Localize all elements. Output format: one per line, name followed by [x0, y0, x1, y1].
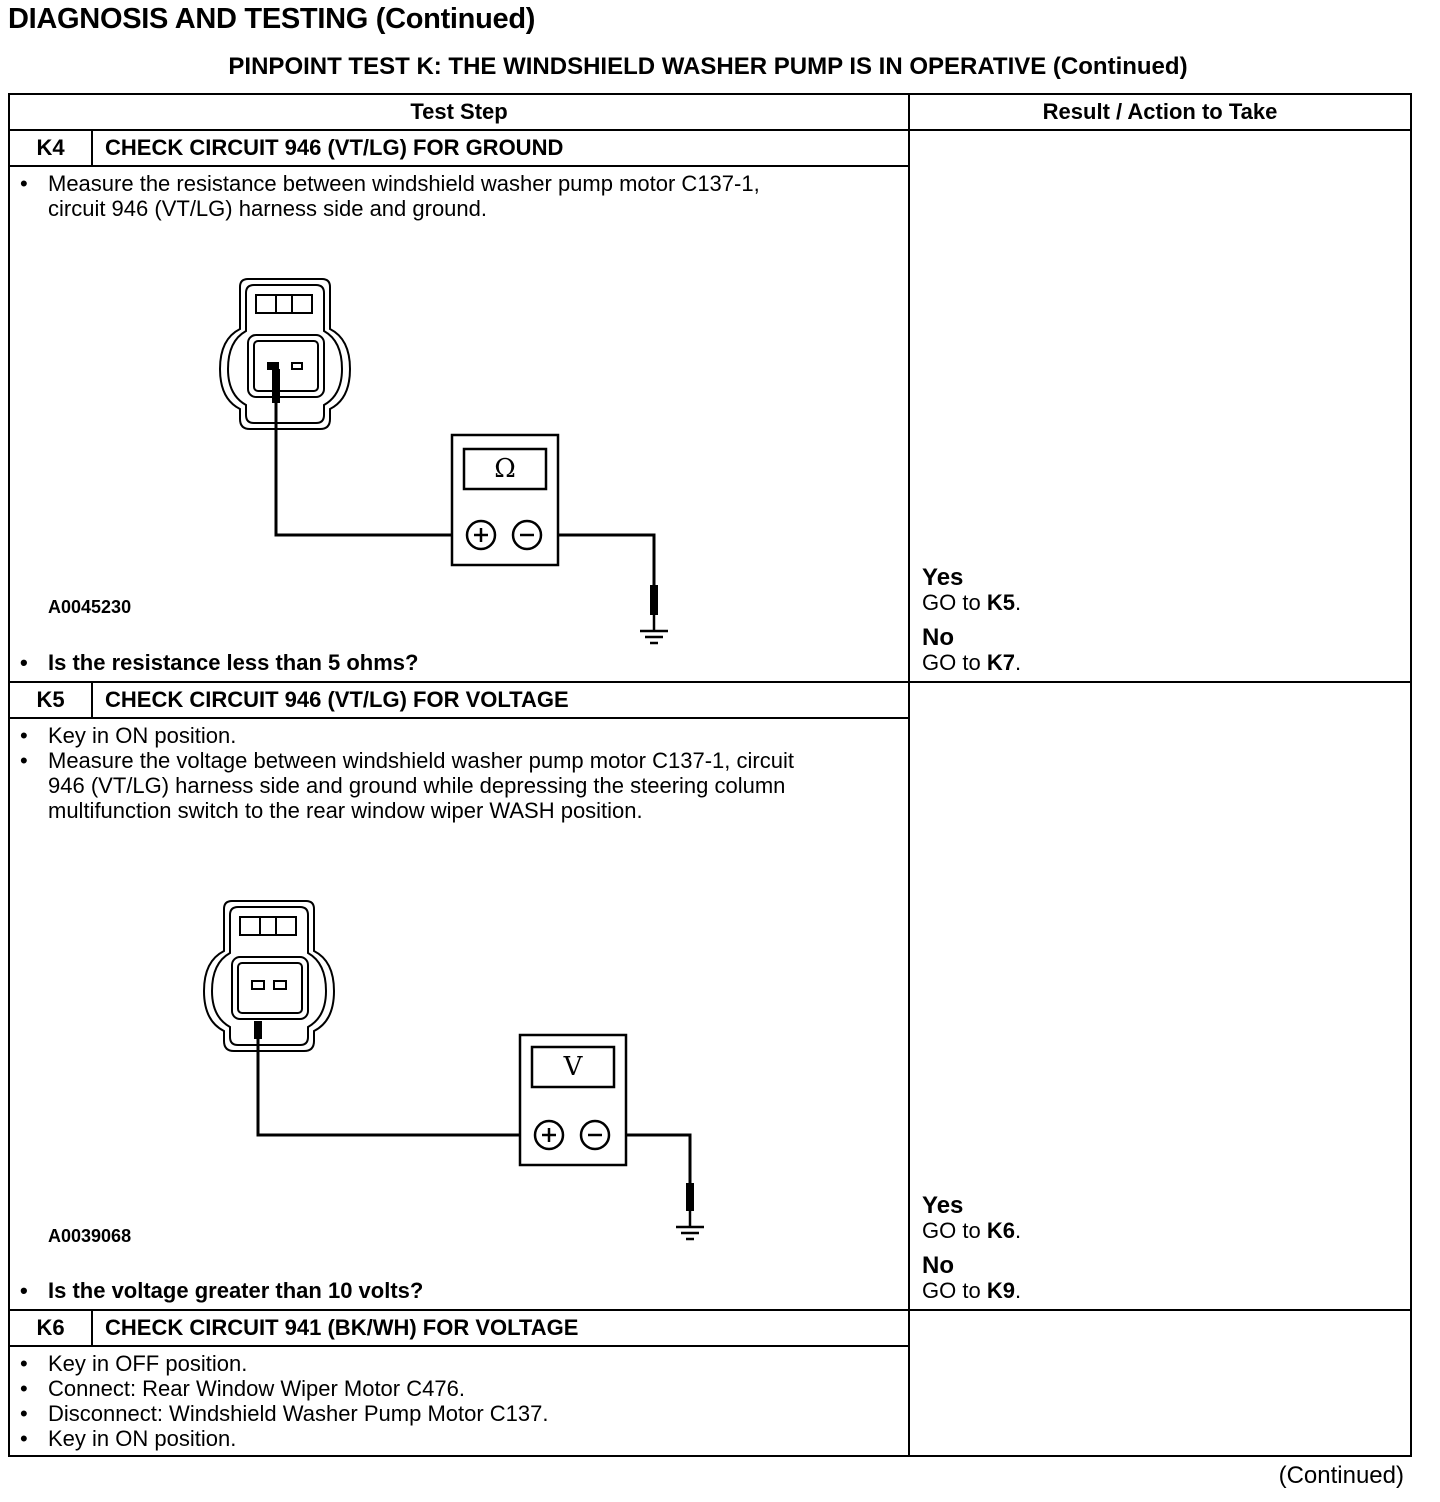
result-action: GO to K6. [922, 1219, 1021, 1243]
figure-id: A0045230 [48, 597, 132, 617]
question-item: Is the resistance less than 5 ohms? [10, 650, 908, 675]
figure-id: A0039068 [48, 1226, 132, 1246]
probe-lead [272, 369, 658, 615]
action-suffix: . [1014, 1278, 1022, 1303]
page-title: DIAGNOSIS AND TESTING (Continued) [8, 3, 536, 35]
step-k4-result-cell: Yes GO to K5. No GO to K7. [908, 129, 1413, 683]
instruction-item: Disconnect: Windshield Washer Pump Motor… [10, 1401, 800, 1426]
step-title: CHECK CIRCUIT 946 (VT/LG) FOR GROUND [90, 129, 911, 167]
step-id: K5 [8, 681, 93, 719]
step-title: CHECK CIRCUIT 946 (VT/LG) FOR VOLTAGE [90, 681, 911, 719]
pinpoint-test-title: PINPOINT TEST K: THE WINDSHIELD WASHER P… [228, 53, 1188, 80]
instruction-item: Key in OFF position. [10, 1351, 800, 1376]
step-k4-body-row: Measure the resistance between windshiel… [7, 165, 1411, 683]
instruction-item: Connect: Rear Window Wiper Motor C476. [10, 1376, 800, 1401]
column-header-test-step: Test Step [7, 93, 911, 131]
probe-lead [254, 1021, 694, 1211]
action-target: K9 [986, 1278, 1015, 1303]
step-k5-header-row: K5 CHECK CIRCUIT 946 (VT/LG) FOR VOLTAGE… [8, 681, 1413, 1311]
multimeter-icon [518, 1033, 628, 1167]
column-header-result: Result / Action to Take [908, 93, 1413, 131]
table-header-row: Test Step Result / Action to Take [7, 93, 1413, 131]
action-target: K6 [986, 1218, 1015, 1243]
meter-symbol: Ω [494, 454, 516, 484]
result-action: GO to K5. [922, 591, 1021, 615]
voltmeter-test-diagram: V [202, 900, 704, 1241]
pinpoint-test-table: Test Step Result / Action to Take K4 CHE… [7, 93, 1413, 1457]
instruction-item: Measure the voltage between windshield w… [10, 748, 800, 823]
question-item: Is the voltage greater than 10 volts? [10, 1278, 908, 1303]
question-wrap: Is the resistance less than 5 ohms? [10, 650, 908, 675]
connector-c137-icon [218, 278, 352, 430]
step-k6-result-cell [908, 1309, 1413, 1457]
step-k6-body: Key in OFF position. Connect: Rear Windo… [7, 1345, 911, 1457]
ohmmeter-test-diagram: Ω [218, 278, 668, 645]
action-target: K5 [986, 590, 1015, 615]
result-action: GO to K9. [922, 1279, 1021, 1303]
instruction-list: Measure the resistance between windshiel… [10, 171, 800, 221]
result-answer: No [922, 1252, 955, 1279]
result-action: GO to K7. [922, 651, 1021, 675]
connector-c137-icon [202, 900, 336, 1052]
action-suffix: . [1014, 590, 1022, 615]
step-k6-body-row: Key in OFF position. Connect: Rear Windo… [7, 1345, 1411, 1457]
ground-icon [676, 1211, 704, 1241]
result-answer: No [922, 624, 955, 651]
action-text: GO to [922, 650, 987, 675]
action-text: GO to [922, 590, 987, 615]
result-answer: Yes [922, 1192, 964, 1219]
action-text: GO to [922, 1218, 987, 1243]
step-k6-header-row: K6 CHECK CIRCUIT 941 (BK/WH) FOR VOLTAGE [8, 1309, 1413, 1457]
question-wrap: Is the voltage greater than 10 volts? [10, 1278, 908, 1303]
instruction-item: Measure the resistance between windshiel… [10, 171, 800, 221]
action-suffix: . [1014, 650, 1022, 675]
step-title: CHECK CIRCUIT 941 (BK/WH) FOR VOLTAGE [90, 1309, 911, 1347]
question-list: Is the resistance less than 5 ohms? [10, 650, 908, 675]
ground-icon [640, 615, 668, 645]
question-list: Is the voltage greater than 10 volts? [10, 1278, 908, 1303]
step-id: K4 [8, 129, 93, 167]
instruction-list: Key in OFF position. Connect: Rear Windo… [10, 1351, 800, 1451]
result-answer: Yes [922, 564, 964, 591]
instruction-item: Key in ON position. [10, 723, 800, 748]
continued-note: (Continued) [1278, 1462, 1404, 1489]
step-k4-body: Measure the resistance between windshiel… [7, 165, 911, 683]
step-k4-header-row: K4 CHECK CIRCUIT 946 (VT/LG) FOR GROUND … [8, 129, 1413, 683]
meter-symbol: V [563, 1052, 584, 1082]
instruction-list: Key in ON position. Measure the voltage … [10, 723, 800, 823]
instruction-item: Key in ON position. [10, 1426, 800, 1451]
action-target: K7 [986, 650, 1015, 675]
step-k5-body-row: Key in ON position. Measure the voltage … [7, 717, 1411, 1311]
multimeter-icon [450, 433, 560, 567]
step-k5-result-cell: Yes GO to K6. No GO to K9. [908, 681, 1413, 1311]
action-text: GO to [922, 1278, 987, 1303]
action-suffix: . [1014, 1218, 1022, 1243]
result-list: Yes GO to K5. No GO to K7. [922, 565, 1021, 675]
step-k5-body: Key in ON position. Measure the voltage … [7, 717, 911, 1311]
step-id: K6 [8, 1309, 93, 1347]
result-list: Yes GO to K6. No GO to K9. [922, 1193, 1021, 1303]
